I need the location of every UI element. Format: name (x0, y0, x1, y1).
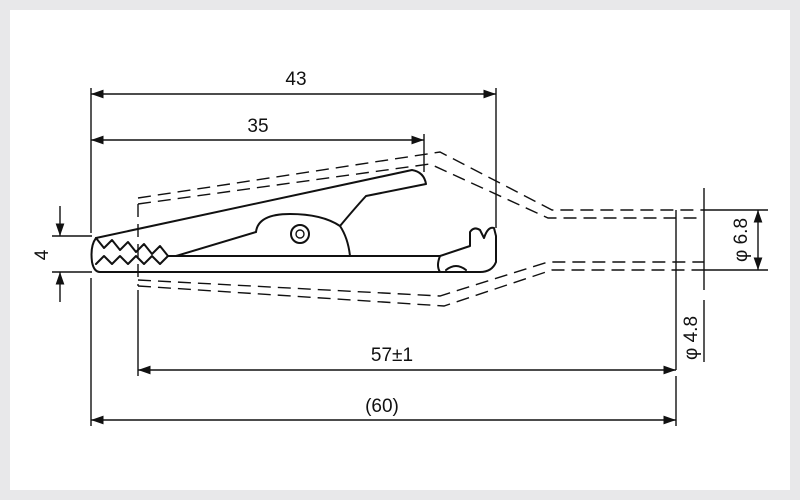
insulator-boot (137, 151, 705, 370)
dim-label-60: (60) (365, 396, 399, 417)
alligator-clip-drawing: 43 35 4 (32, 69, 768, 426)
dimension-35: 35 (91, 116, 425, 172)
dimension-dia-4-8: φ 4.8 (681, 300, 705, 362)
drawing-frame: 43 35 4 (10, 10, 790, 490)
dim-label-35: 35 (247, 116, 268, 137)
dim-label-4: 4 (32, 249, 53, 260)
dim-label-43: 43 (285, 69, 306, 90)
clip-body (90, 169, 497, 273)
dimension-60: (60) (90, 278, 677, 426)
dim-label-57: 57±1 (371, 345, 413, 366)
dimension-dia-6-8: φ 6.8 (704, 209, 768, 271)
dim-label-dia-4-8: φ 4.8 (681, 316, 702, 360)
dim-label-dia-6-8: φ 6.8 (731, 218, 752, 262)
dimension-43: 43 (90, 69, 497, 233)
dimension-57: 57±1 (137, 290, 676, 376)
dimension-4: 4 (32, 206, 92, 302)
